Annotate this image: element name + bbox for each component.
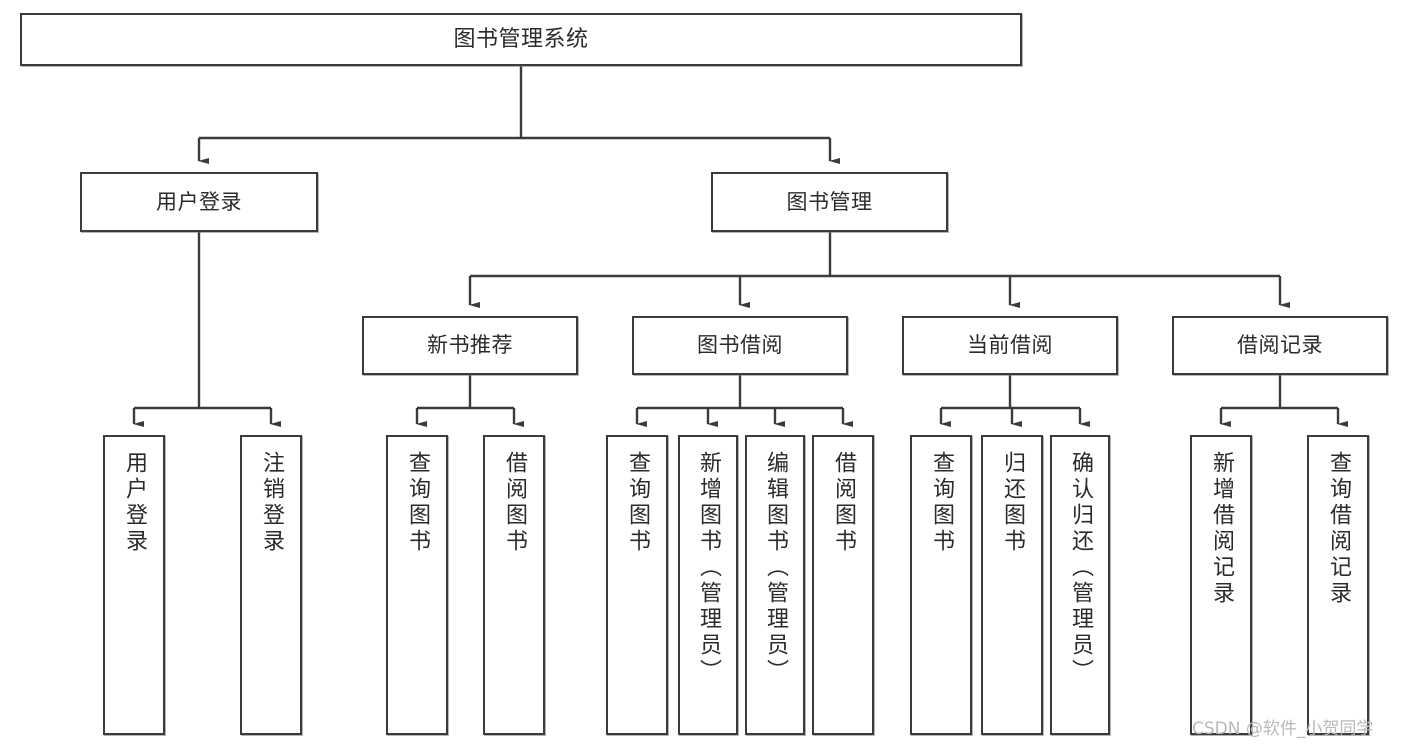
- node-current-borrow-label: 当前借阅: [967, 333, 1053, 358]
- node-borrow-record[interactable]: 借阅记录: [1172, 316, 1388, 375]
- watermark: CSDN @软件_小贺同学: [1192, 719, 1374, 739]
- node-book-management-label: 图书管理: [786, 189, 873, 214]
- node-new-book-recommend[interactable]: 新书推荐: [362, 316, 578, 375]
- leaf-borrow-book-label: 借阅图书: [831, 451, 856, 555]
- node-book-borrow[interactable]: 图书借阅: [632, 316, 848, 375]
- node-root[interactable]: 图书管理系统: [20, 13, 1022, 66]
- leaf-query-book-current-label: 查询图书: [929, 451, 954, 555]
- node-borrow-record-label: 借阅记录: [1237, 333, 1323, 358]
- leaf-user-login[interactable]: 用户登录: [103, 435, 165, 735]
- leaf-logout-label: 注销登录: [259, 451, 284, 555]
- leaf-query-book-borrow-label: 查询图书: [625, 451, 650, 555]
- node-root-label: 图书管理系统: [453, 26, 589, 52]
- leaf-add-book-admin-label: 新增图书（管理员）: [696, 451, 721, 685]
- leaf-return-book-label: 归还图书: [1000, 451, 1025, 555]
- leaf-query-borrow-record-label: 查询借阅记录: [1326, 451, 1351, 607]
- leaf-borrow-book[interactable]: 借阅图书: [812, 435, 874, 735]
- leaf-add-book-admin[interactable]: 新增图书（管理员）: [678, 435, 738, 735]
- leaf-edit-book-admin[interactable]: 编辑图书（管理员）: [745, 435, 805, 735]
- leaf-confirm-return-admin-label: 确认归还（管理员）: [1068, 451, 1093, 685]
- leaf-query-borrow-record[interactable]: 查询借阅记录: [1307, 435, 1369, 735]
- leaf-return-book[interactable]: 归还图书: [981, 435, 1043, 735]
- leaf-query-book-current[interactable]: 查询图书: [910, 435, 972, 735]
- leaf-logout[interactable]: 注销登录: [240, 435, 302, 735]
- node-new-book-recommend-label: 新书推荐: [427, 333, 513, 358]
- leaf-add-borrow-record[interactable]: 新增借阅记录: [1190, 435, 1252, 735]
- leaf-borrow-book-recommend-label: 借阅图书: [502, 451, 527, 555]
- node-user-login-label: 用户登录: [156, 189, 242, 214]
- leaf-borrow-book-recommend[interactable]: 借阅图书: [483, 435, 545, 735]
- node-book-management[interactable]: 图书管理: [711, 172, 948, 232]
- leaf-query-book-borrow[interactable]: 查询图书: [606, 435, 668, 735]
- leaf-edit-book-admin-label: 编辑图书（管理员）: [763, 451, 788, 685]
- node-book-borrow-label: 图书借阅: [697, 333, 783, 358]
- node-current-borrow[interactable]: 当前借阅: [902, 316, 1118, 375]
- leaf-confirm-return-admin[interactable]: 确认归还（管理员）: [1050, 435, 1110, 735]
- leaf-query-book-recommend[interactable]: 查询图书: [386, 435, 448, 735]
- leaf-add-borrow-record-label: 新增借阅记录: [1209, 451, 1234, 607]
- leaf-user-login-label: 用户登录: [122, 451, 147, 555]
- leaf-query-book-recommend-label: 查询图书: [405, 451, 430, 555]
- node-user-login[interactable]: 用户登录: [80, 172, 318, 232]
